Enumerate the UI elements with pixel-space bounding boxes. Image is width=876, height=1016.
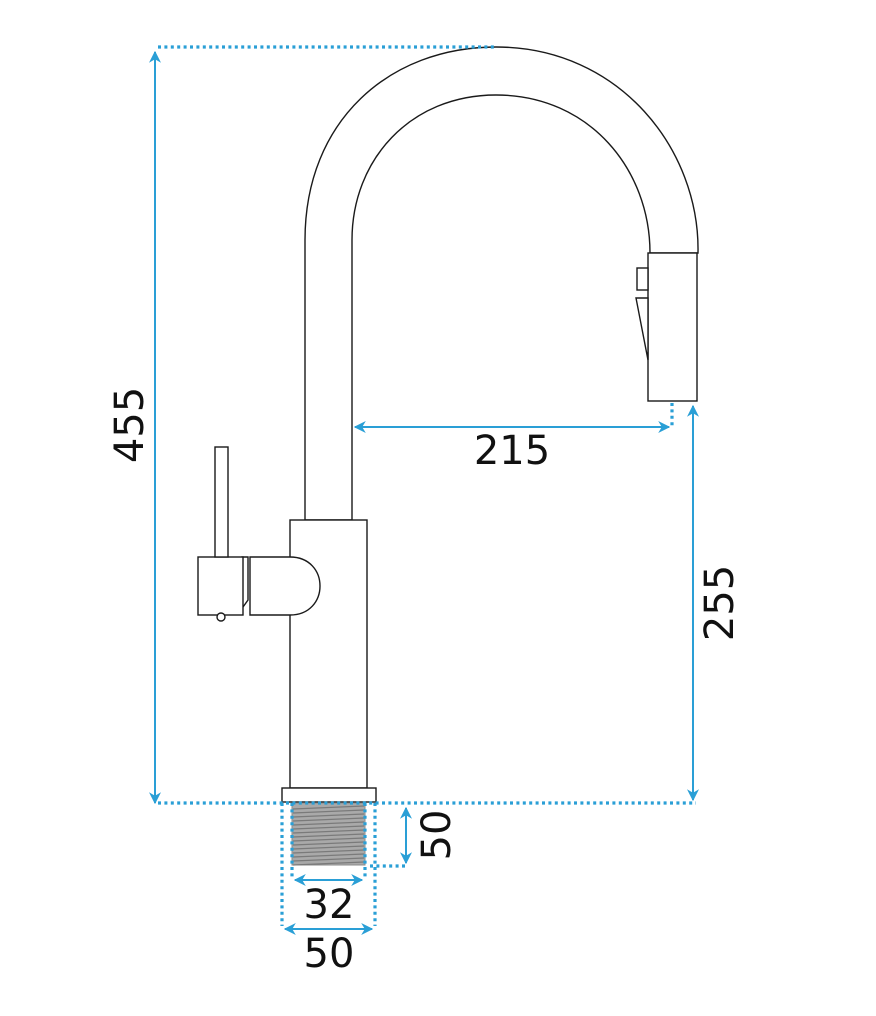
spray-button-top (636, 267, 649, 291)
handle-lever (214, 446, 229, 558)
thread-line (292, 805, 365, 810)
thread-line (292, 853, 365, 858)
handle-screw (216, 612, 226, 622)
thread-line (292, 845, 365, 850)
label-total-height: 455 (107, 387, 153, 463)
label-spout-height: 255 (697, 565, 743, 641)
thread-line (292, 817, 365, 822)
dimension-overlay (149, 45, 699, 935)
thread-line (292, 813, 365, 818)
label-thread-diameter: 32 (304, 882, 355, 928)
faucet-outline (197, 46, 699, 866)
thread-line (292, 849, 365, 854)
thread-line (292, 821, 365, 826)
label-thread-length: 50 (414, 810, 460, 861)
thread-line (292, 825, 365, 830)
handle-cap (249, 556, 321, 616)
thread-line (292, 857, 365, 862)
thread-line (292, 833, 365, 838)
mounting-ring (281, 787, 377, 803)
gooseneck-spout (304, 46, 699, 521)
thread-line (292, 837, 365, 842)
thread-line (292, 841, 365, 846)
handle-hub (197, 556, 244, 616)
spray-head (647, 252, 698, 402)
spray-button-lever (635, 297, 649, 361)
label-base-diameter: 50 (304, 931, 355, 977)
thread-line (292, 861, 365, 866)
thread-lines (292, 805, 365, 866)
thread-line (292, 829, 365, 834)
label-spout-reach: 215 (474, 428, 550, 474)
thread-line (292, 809, 365, 814)
